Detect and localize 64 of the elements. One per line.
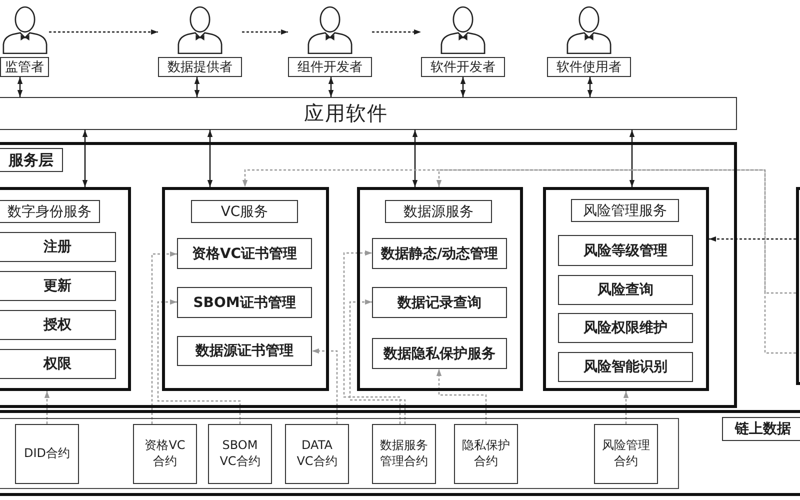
function-box: 数据隐私保护服务 bbox=[372, 338, 507, 369]
service-title: 数据源服务 bbox=[385, 200, 492, 223]
application-band: 应用软件 bbox=[0, 97, 737, 130]
layer-title: 服务层 bbox=[0, 148, 63, 172]
service-box bbox=[543, 187, 709, 391]
contract-box: 数据服务管理合约 bbox=[372, 424, 436, 484]
arrow bbox=[372, 29, 421, 35]
role-box: 软件开发者 bbox=[421, 57, 505, 77]
function-box: 风险权限维护 bbox=[558, 313, 693, 343]
arrow bbox=[17, 77, 23, 97]
role-box: 监管者 bbox=[0, 57, 49, 77]
contract-box: DID合约 bbox=[15, 424, 79, 484]
arrow bbox=[44, 391, 50, 424]
layer-box bbox=[0, 142, 737, 408]
contract-box: 隐私保护合约 bbox=[454, 424, 518, 484]
function-box: 资格VC证书管理 bbox=[177, 238, 312, 269]
layer-box bbox=[0, 410, 800, 496]
arrow bbox=[151, 251, 177, 424]
service-title: 风险管理服务 bbox=[571, 199, 679, 222]
service-box bbox=[162, 187, 329, 391]
arrow bbox=[157, 299, 241, 424]
function-box: 更新 bbox=[0, 271, 116, 301]
arrow bbox=[312, 348, 338, 424]
arrow bbox=[436, 169, 796, 294]
function-box: 风险智能识别 bbox=[558, 352, 693, 382]
function-box: 权限 bbox=[0, 349, 116, 379]
function-box: 数据源证书管理 bbox=[177, 336, 312, 366]
contract-box: DATA VC合约 bbox=[285, 424, 349, 484]
arrow bbox=[49, 29, 158, 35]
function-box: SBOM证书管理 bbox=[177, 287, 312, 318]
service-title: 数字身份服务 bbox=[0, 200, 100, 223]
contract-group-box bbox=[0, 418, 679, 489]
arrow bbox=[460, 77, 466, 97]
contract-box: 风险管理合约 bbox=[594, 424, 658, 484]
service-box bbox=[0, 187, 131, 391]
service-box bbox=[357, 187, 523, 391]
layer-title: 链上数据 bbox=[722, 417, 800, 441]
role-box: 软件使用者 bbox=[547, 57, 631, 77]
function-box: 数据静态/动态管理 bbox=[372, 238, 507, 269]
arrow bbox=[436, 369, 487, 424]
contract-box: SBOM VC合约 bbox=[208, 424, 272, 484]
service-title: VC服务 bbox=[191, 200, 298, 223]
arrow bbox=[242, 169, 796, 354]
arrow bbox=[412, 130, 418, 187]
role-box: 组件开发者 bbox=[288, 57, 372, 77]
arrow bbox=[343, 250, 401, 424]
arrow bbox=[328, 77, 334, 97]
function-box: 注册 bbox=[0, 232, 116, 262]
function-box: 风险查询 bbox=[558, 275, 693, 305]
panel-box bbox=[796, 187, 800, 385]
arrow bbox=[349, 299, 406, 424]
arrow bbox=[623, 391, 629, 424]
function-box: 数据记录查询 bbox=[372, 287, 507, 318]
function-box: 授权 bbox=[0, 310, 116, 340]
arrow bbox=[207, 130, 213, 187]
contract-box: 资格VC合约 bbox=[133, 424, 197, 484]
arrow bbox=[587, 77, 593, 97]
arrow bbox=[709, 236, 796, 242]
arrow bbox=[82, 130, 88, 187]
role-box: 数据提供者 bbox=[158, 57, 242, 77]
arrow bbox=[629, 130, 635, 187]
arrow bbox=[194, 77, 200, 97]
arrow bbox=[242, 29, 288, 35]
function-box: 风险等级管理 bbox=[558, 235, 693, 266]
